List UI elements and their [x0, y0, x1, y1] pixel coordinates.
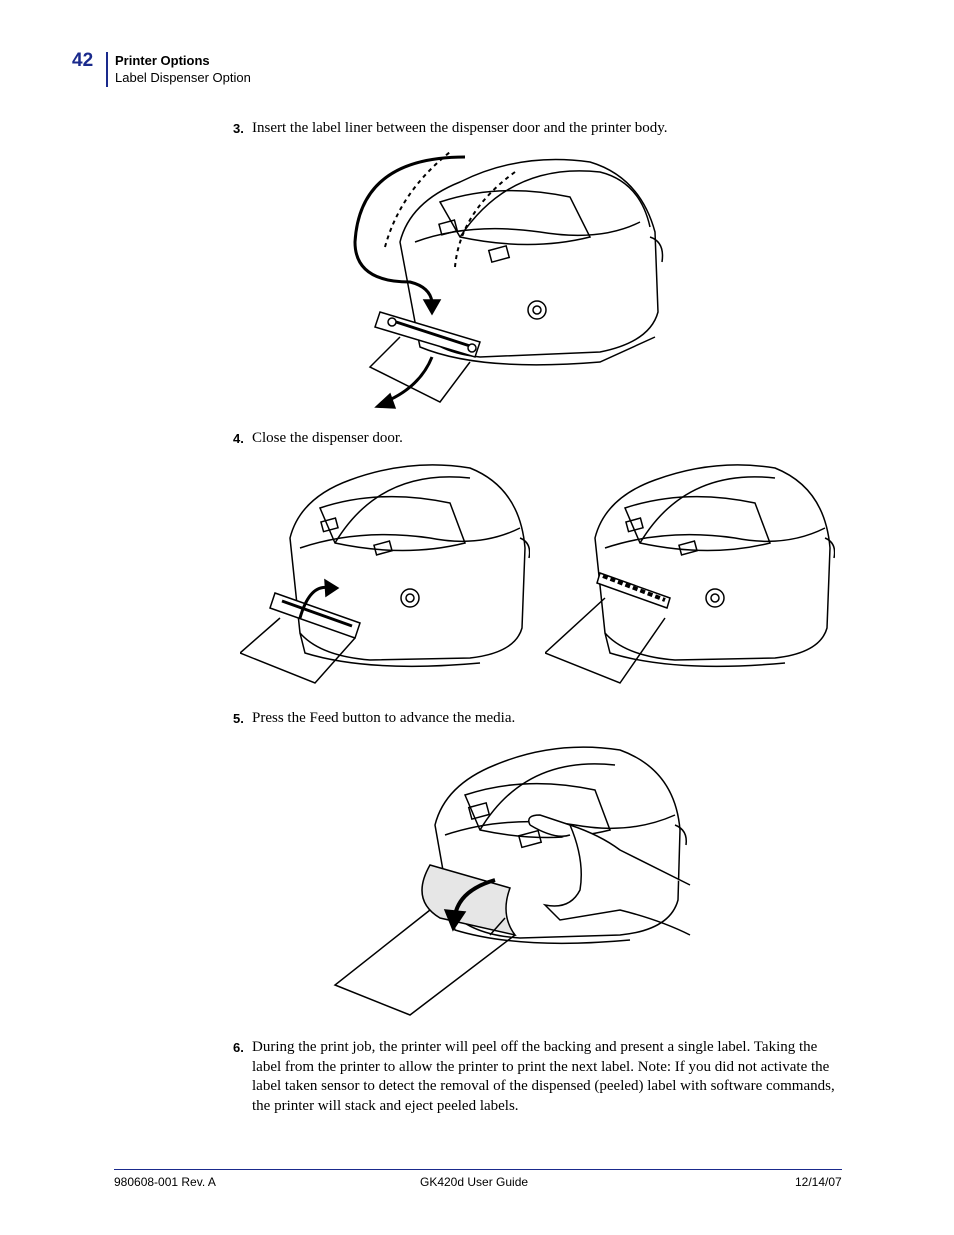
footer-divider — [114, 1169, 842, 1170]
step-3: 3. Insert the label liner between the di… — [233, 119, 843, 139]
section-title: Printer Options — [115, 53, 210, 68]
step-number: 4. — [233, 431, 244, 446]
step-6: 6. During the print job, the printer wil… — [233, 1038, 843, 1116]
illustration-insert-liner — [340, 142, 680, 414]
step-number: 6. — [233, 1040, 244, 1055]
illustration-door-closed — [545, 458, 835, 688]
step-number: 3. — [233, 121, 244, 136]
illustration-close-door — [240, 458, 530, 688]
step-text: Close the dispenser door. — [252, 430, 403, 446]
step-number: 5. — [233, 711, 244, 726]
step-4: 4. Close the dispenser door. — [233, 429, 843, 449]
doc-number: 980608-001 Rev. A — [114, 1175, 216, 1189]
step-text: During the print job, the printer will p… — [252, 1039, 835, 1114]
page-number: 42 — [72, 50, 94, 71]
step-text: Insert the label liner between the dispe… — [252, 120, 668, 136]
doc-title: GK420d User Guide — [420, 1175, 529, 1189]
subsection-title: Label Dispenser Option — [115, 70, 251, 85]
header-divider — [106, 52, 108, 87]
doc-date: 12/14/07 — [795, 1175, 842, 1189]
step-5: 5. Press the Feed button to advance the … — [233, 709, 843, 729]
step-text: Press the Feed button to advance the med… — [252, 710, 516, 726]
illustration-press-feed — [330, 740, 695, 1020]
